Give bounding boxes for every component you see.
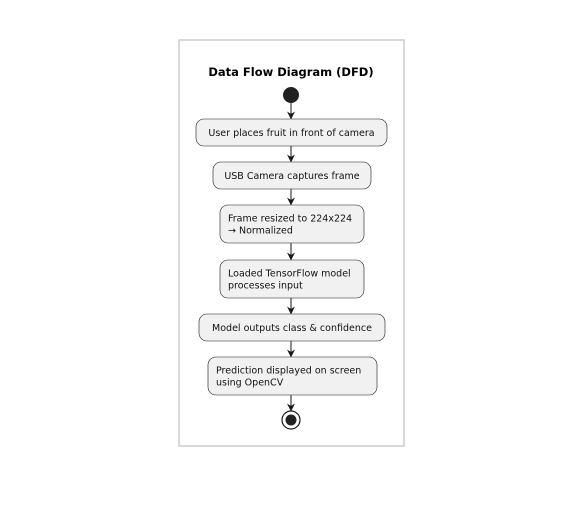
flow-step: Model outputs class & confidence: [198, 313, 386, 342]
flow-step-label: Frame resized to 224x224: [228, 214, 352, 225]
flow-step-label: USB Camera captures frame: [224, 171, 359, 182]
flow-step-label: → Normalized: [228, 226, 293, 237]
flow-step-label: User places fruit in front of camera: [208, 128, 374, 139]
start-node: [283, 87, 299, 103]
flow-step-box: [212, 161, 372, 190]
flow-step-box: [219, 204, 365, 244]
end-node: [281, 410, 301, 430]
flow-step: USB Camera captures frame: [212, 161, 372, 190]
flow-step-box: [219, 259, 365, 299]
flow-step: Frame resized to 224x224→ Normalized: [219, 204, 365, 244]
diagram-title: Data Flow Diagram (DFD): [208, 65, 373, 79]
flow-step-label: Prediction displayed on screen: [216, 366, 361, 377]
flow-step-label: processes input: [228, 281, 303, 292]
flow-step-label: using OpenCV: [216, 378, 284, 389]
flow-step-label: Loaded TensorFlow model: [228, 269, 351, 280]
flow-step-box: [207, 356, 378, 396]
flow-step-label: Model outputs class & confidence: [212, 323, 372, 334]
flow-step-box: [198, 313, 386, 342]
flow-steps: User places fruit in front of cameraUSB …: [195, 118, 388, 396]
flow-step: User places fruit in front of camera: [195, 118, 388, 147]
flow-step-box: [195, 118, 388, 147]
